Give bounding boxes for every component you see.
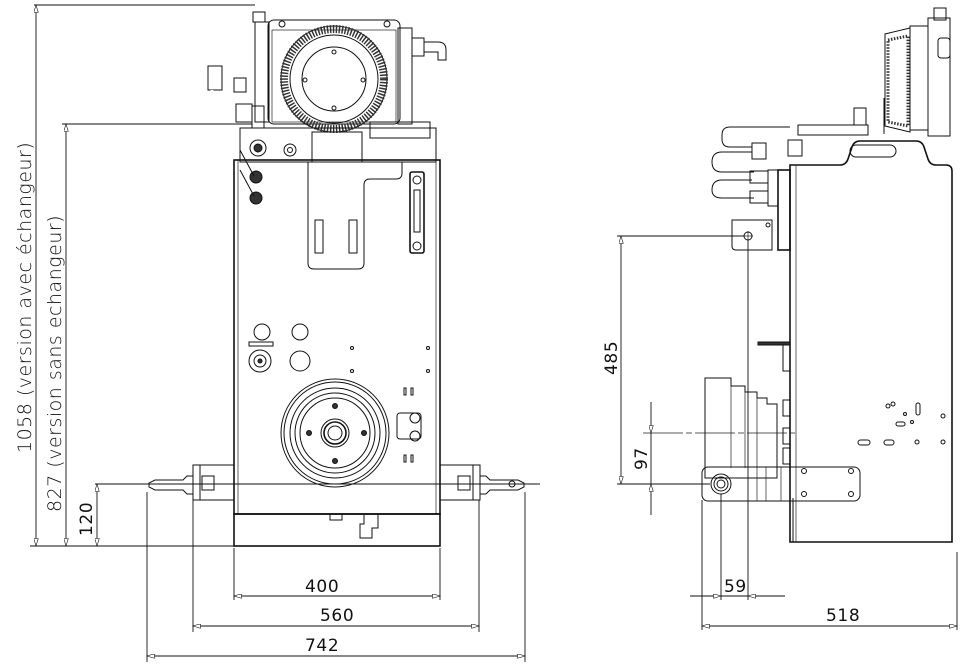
dim-97-label: 97 [632, 447, 652, 470]
front-view: 1058 (version avec échangeur) 827 (versi… [14, 5, 540, 662]
dim-485-label: 485 [602, 341, 622, 375]
side-view: 485 97 59 518 [602, 7, 957, 630]
fan-icon [280, 25, 388, 133]
dim-1058-label: 1058 (version avec échangeur) [14, 142, 36, 453]
motor-flange [280, 378, 390, 488]
dim-742-label: 742 [305, 636, 339, 656]
pivot-arm-right [439, 464, 525, 501]
tank-body [233, 149, 441, 547]
side-pivot-bracket [701, 466, 861, 502]
dim-560-label: 560 [320, 606, 354, 626]
dim-518-label: 518 [826, 606, 860, 626]
dim-120-label: 120 [77, 502, 97, 536]
side-tank-body [789, 140, 953, 543]
pivot-arm-left [148, 464, 235, 501]
side-heat-exchanger [883, 7, 951, 137]
dim-827-label: 827 (version sans echangeur) [44, 215, 66, 512]
dim-400-label: 400 [305, 577, 339, 597]
heat-exchanger [207, 11, 447, 133]
dim-59-label: 59 [724, 577, 747, 597]
